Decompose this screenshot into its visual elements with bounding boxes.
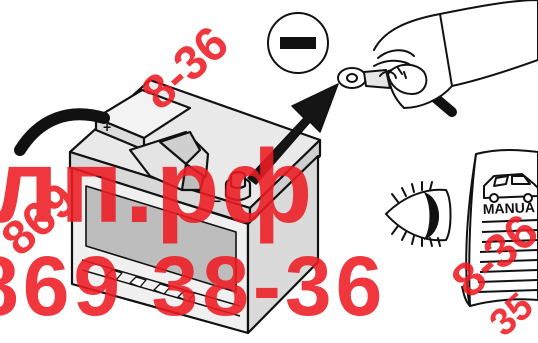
eye-icon [386, 182, 451, 246]
minus-circle-icon [268, 13, 328, 73]
watermark-phone: 869 38-36 [0, 239, 386, 333]
hand-holding-clamp-icon [338, 0, 538, 112]
